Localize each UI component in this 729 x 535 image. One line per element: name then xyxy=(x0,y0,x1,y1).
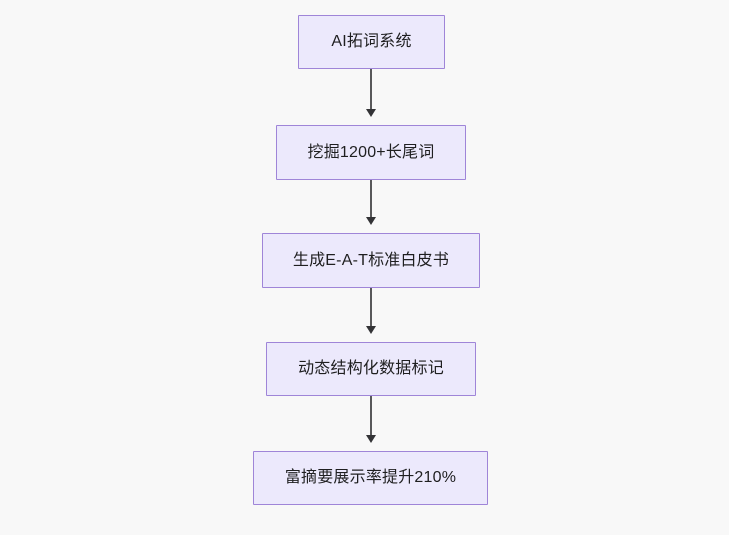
edge-n3-n4 xyxy=(370,288,372,327)
arrowhead-n2-n3 xyxy=(365,216,376,225)
edge-n2-n3 xyxy=(370,180,372,218)
flowchart-node-structured-data-markup[interactable]: 动态结构化数据标记 xyxy=(266,342,476,396)
arrowhead-n1-n2 xyxy=(365,108,376,117)
edge-n1-n2 xyxy=(370,69,372,110)
arrowhead-n4-n5 xyxy=(365,434,376,443)
edge-n4-n5 xyxy=(370,396,372,436)
flowchart-node-eat-whitepaper[interactable]: 生成E-A-T标准白皮书 xyxy=(262,233,480,288)
arrowhead-n3-n4 xyxy=(365,325,376,334)
flowchart-node-rich-snippet-result[interactable]: 富摘要展示率提升210% xyxy=(253,451,488,505)
flowchart-node-ai-keyword-system[interactable]: AI拓词系统 xyxy=(298,15,445,69)
flowchart-node-longtail-keywords[interactable]: 挖掘1200+长尾词 xyxy=(276,125,466,180)
